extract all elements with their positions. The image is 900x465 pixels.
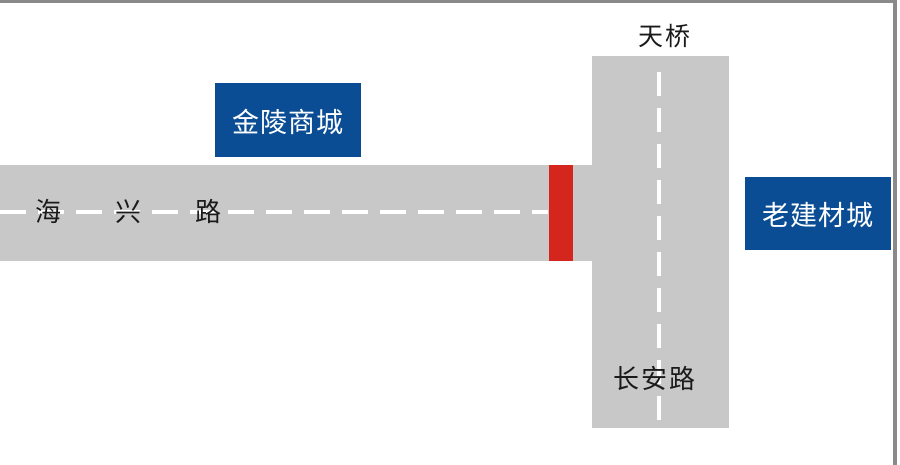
location-marker: [549, 165, 573, 261]
bridge-label: 天桥: [638, 22, 693, 51]
road-label-changan: 长安路: [613, 365, 698, 395]
building-jinling-mall: 金陵商城: [215, 83, 361, 157]
lane-divider-haixing: [0, 210, 548, 214]
building-old-building-materials-city: 老建材城: [745, 177, 891, 250]
road-label-haixing: 海兴路: [35, 198, 276, 228]
map-frame-right: [893, 0, 897, 465]
lane-divider-changan: [657, 72, 661, 428]
map-frame-top: [0, 0, 897, 3]
